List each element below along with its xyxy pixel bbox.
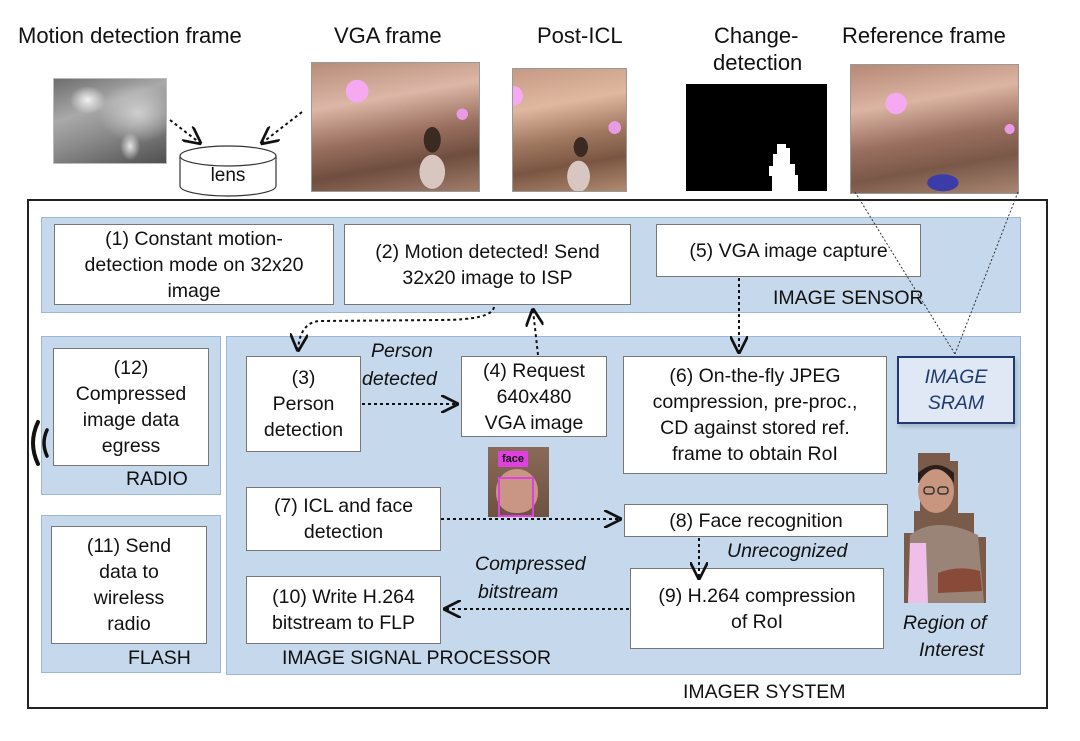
vga-frame-image xyxy=(311,62,480,192)
change-detection-mask xyxy=(686,84,827,191)
step-12-line3: image data xyxy=(82,409,180,431)
roi-label-1: Region of xyxy=(903,612,987,634)
step-3-box: (3) Person detection xyxy=(246,356,361,452)
step-11-line3: wireless xyxy=(93,587,165,609)
roi-label-2: Interest xyxy=(919,639,985,661)
step-10-line1: (10) Write H.264 xyxy=(272,586,415,608)
step-4-line1: (4) Request xyxy=(483,359,585,382)
image-sram-box: IMAGE SRAM xyxy=(897,356,1015,424)
imager-system-label: IMAGER SYSTEM xyxy=(683,681,846,703)
arrow-vga-to-lens xyxy=(262,111,303,143)
image-sram-line1: IMAGE xyxy=(924,366,988,388)
step-10-line2: bitstream to FLP xyxy=(271,612,416,634)
step-10-box: (10) Write H.264 bitstream to FLP xyxy=(246,576,441,644)
step-12-line4: egress xyxy=(101,435,161,457)
step-1-line1: (1) Constant motion- xyxy=(105,227,283,250)
step-2-box: (2) Motion detected! Send 32x20 image to… xyxy=(344,224,631,305)
post-icl-image xyxy=(512,68,627,192)
step-8-box: (8) Face recognition xyxy=(624,504,888,537)
vga-frame-title: VGA frame xyxy=(334,23,442,48)
flash-label: FLASH xyxy=(128,647,191,669)
change-detection-title-1: Change- xyxy=(714,23,799,48)
step-4-box: (4) Request 640x480 VGA image xyxy=(461,356,607,437)
radio-wave-icon xyxy=(31,420,49,466)
step-4-line2: 640x480 xyxy=(496,385,572,408)
face-tag: face xyxy=(498,451,528,467)
step-1-line3: image xyxy=(167,279,221,302)
radio-label: RADIO xyxy=(126,468,188,490)
step-5-box: (5) VGA image capture xyxy=(656,224,921,277)
compressed-label-2: bitstream xyxy=(478,581,559,603)
reference-frame-title: Reference frame xyxy=(842,23,1006,48)
person-detected-label-1: Person xyxy=(371,340,433,362)
step-4-line3: VGA image xyxy=(484,411,584,434)
step-7-line2: detection xyxy=(303,521,384,543)
change-detection-title-2: detection xyxy=(713,50,803,75)
step-9-line1: (9) H.264 compression xyxy=(658,584,856,607)
step-3-line3: detection xyxy=(263,419,344,441)
step-9-line2: of RoI xyxy=(730,610,784,633)
compressed-label-1: Compressed xyxy=(475,553,586,575)
step-12-box: (12) Compressed image data egress xyxy=(53,348,209,466)
motion-detection-image xyxy=(53,78,167,164)
step-3-line2: Person xyxy=(272,393,335,415)
step-7-line1: (7) ICL and face xyxy=(273,495,414,517)
step-11-line4: radio xyxy=(107,613,151,635)
person-detected-label-2: detected xyxy=(362,368,437,390)
step-1-line2: detection mode on 32x20 xyxy=(84,253,304,276)
step-12-line2: Compressed xyxy=(75,383,187,405)
image-sensor-label: IMAGE SENSOR xyxy=(773,287,924,309)
lens-label: lens xyxy=(210,165,246,186)
isp-label: IMAGE SIGNAL PROCESSOR xyxy=(282,647,552,669)
step-6-line4: frame to obtain RoI xyxy=(672,443,838,465)
image-sram-line2: SRAM xyxy=(927,392,985,414)
step-9-box: (9) H.264 compression of RoI xyxy=(630,568,884,649)
step-6-line2: compression, pre-proc., xyxy=(652,391,858,413)
motion-detection-frame-title: Motion detection frame xyxy=(18,23,242,48)
step-6-line1: (6) On-the-fly JPEG xyxy=(669,365,841,387)
unrecognized-label: Unrecognized xyxy=(727,540,848,562)
step-5-line1: (5) VGA image capture xyxy=(689,239,888,262)
step-6-line3: CD against stored ref. xyxy=(660,417,850,439)
step-2-line2: 32x20 image to ISP xyxy=(402,266,573,289)
lens-icon xyxy=(179,145,277,197)
post-icl-title: Post-ICL xyxy=(537,23,623,48)
step-7-box: (7) ICL and face detection xyxy=(246,487,441,551)
person-silhouette-icon xyxy=(769,144,798,191)
region-of-interest-image xyxy=(904,453,986,603)
face-image xyxy=(496,469,538,513)
face-bounding-box xyxy=(498,477,534,517)
step-11-box: (11) Send data to wireless radio xyxy=(51,526,207,644)
reference-frame-image xyxy=(850,64,1019,194)
step-2-line1: (2) Motion detected! Send xyxy=(375,240,600,263)
imager-system-frame xyxy=(27,199,1048,709)
step-6-box: (6) On-the-fly JPEG compression, pre-pro… xyxy=(623,356,887,474)
step-11-line1: (11) Send xyxy=(86,535,172,557)
step-12-line1: (12) xyxy=(113,357,149,379)
step-11-line2: data to xyxy=(99,561,159,583)
step-3-line1: (3) xyxy=(291,367,316,389)
step-1-box: (1) Constant motion- detection mode on 3… xyxy=(54,224,334,305)
face-detection-thumbnail: face xyxy=(488,447,549,517)
step-8-line1: (8) Face recognition xyxy=(669,509,843,532)
